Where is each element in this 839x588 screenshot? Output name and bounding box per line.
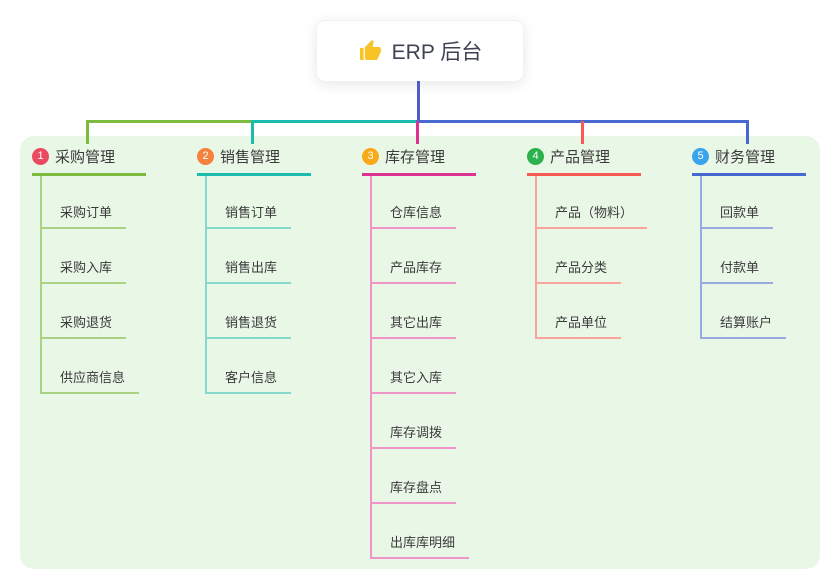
branch-badge: 5 <box>692 147 709 165</box>
child-label: 客户信息 <box>225 370 278 385</box>
child-label: 产品库存 <box>390 260 443 275</box>
branch-badge: 2 <box>197 147 214 165</box>
child-node[interactable]: 销售订单 <box>207 176 292 229</box>
branch-title[interactable]: 5 财务管理 <box>692 146 806 176</box>
branch-badge: 1 <box>32 147 49 165</box>
child-node[interactable]: 销售退货 <box>207 284 292 339</box>
branch-title-label: 采购管理 <box>55 148 116 166</box>
child-label: 采购订单 <box>60 205 113 220</box>
child-node[interactable]: 付款单 <box>702 229 774 284</box>
child-label: 付款单 <box>720 260 760 275</box>
child-node[interactable]: 供应商信息 <box>42 339 140 394</box>
root-node[interactable]: ERP 后台 <box>316 20 524 82</box>
child-node[interactable]: 出库库明细 <box>372 504 470 559</box>
child-node[interactable]: 产品单位 <box>537 284 622 339</box>
child-label: 采购入库 <box>60 260 113 275</box>
branch-children: 销售订单销售出库销售退货客户信息 <box>205 176 311 394</box>
child-label: 销售退货 <box>225 315 278 330</box>
child-label: 结算账户 <box>720 315 773 330</box>
branch-title[interactable]: 4 产品管理 <box>527 146 641 176</box>
child-label: 供应商信息 <box>60 370 126 385</box>
root-title: ERP 后台 <box>391 41 483 64</box>
branch-badge: 4 <box>527 147 544 165</box>
child-node[interactable]: 采购退货 <box>42 284 127 339</box>
branch-children: 回款单付款单结算账户 <box>700 176 806 339</box>
child-label: 产品分类 <box>555 260 608 275</box>
branch-children: 采购订单采购入库采购退货供应商信息 <box>40 176 146 394</box>
child-node[interactable]: 其它出库 <box>372 284 457 339</box>
child-label: 库存盘点 <box>390 480 443 495</box>
drop-line <box>416 121 419 144</box>
child-node[interactable]: 结算账户 <box>702 284 787 339</box>
bus-segment <box>86 120 251 123</box>
branch-column: 1 采购管理采购订单采购入库采购退货供应商信息 <box>32 146 146 394</box>
branch-title-label: 财务管理 <box>715 148 776 166</box>
child-node[interactable]: 库存盘点 <box>372 449 457 504</box>
child-label: 库存调拨 <box>390 425 443 440</box>
branch-title-label: 产品管理 <box>550 148 611 166</box>
drop-line <box>581 121 584 144</box>
drop-line <box>86 121 89 144</box>
branch-column: 4 产品管理产品（物料） 产品分类产品单位 <box>527 146 648 339</box>
child-label: 产品（物料） <box>555 205 634 220</box>
child-node[interactable]: 采购订单 <box>42 176 127 229</box>
child-node[interactable]: 销售出库 <box>207 229 292 284</box>
child-label: 其它入库 <box>390 370 443 385</box>
branch-title[interactable]: 3 库存管理 <box>362 146 476 176</box>
branch-title-label: 销售管理 <box>220 148 281 166</box>
branches-panel <box>20 136 820 569</box>
branch-column: 2 销售管理销售订单销售出库销售退货客户信息 <box>197 146 311 394</box>
child-node[interactable]: 采购入库 <box>42 229 127 284</box>
branch-title-label: 库存管理 <box>385 148 446 166</box>
drop-line <box>746 121 749 144</box>
bus-segment <box>251 120 416 123</box>
child-label: 销售订单 <box>225 205 278 220</box>
child-label: 出库库明细 <box>390 535 456 550</box>
branch-column: 5 财务管理回款单付款单结算账户 <box>692 146 806 339</box>
child-label: 采购退货 <box>60 315 113 330</box>
branch-title[interactable]: 1 采购管理 <box>32 146 146 176</box>
branch-title[interactable]: 2 销售管理 <box>197 146 311 176</box>
child-node[interactable]: 仓库信息 <box>372 176 457 229</box>
root-connector-line <box>417 81 420 123</box>
child-node[interactable]: 产品（物料） <box>537 176 648 229</box>
child-label: 仓库信息 <box>390 205 443 220</box>
child-node[interactable]: 库存调拨 <box>372 394 457 449</box>
child-label: 销售出库 <box>225 260 278 275</box>
child-node[interactable]: 其它入库 <box>372 339 457 394</box>
child-node[interactable]: 客户信息 <box>207 339 292 394</box>
child-label: 回款单 <box>720 205 760 220</box>
child-label: 其它出库 <box>390 315 443 330</box>
branch-badge: 3 <box>362 147 379 165</box>
thumbs-up-icon <box>358 39 382 63</box>
branch-children: 仓库信息产品库存其它出库其它入库库存调拨库存盘点出库库明细 <box>370 176 476 559</box>
child-label: 产品单位 <box>555 315 608 330</box>
child-node[interactable]: 回款单 <box>702 176 774 229</box>
branch-children: 产品（物料） 产品分类产品单位 <box>535 176 648 339</box>
child-node[interactable]: 产品库存 <box>372 229 457 284</box>
child-node[interactable]: 产品分类 <box>537 229 622 284</box>
drop-line <box>251 121 254 144</box>
branch-column: 3 库存管理仓库信息产品库存其它出库其它入库库存调拨库存盘点出库库明细 <box>362 146 476 559</box>
